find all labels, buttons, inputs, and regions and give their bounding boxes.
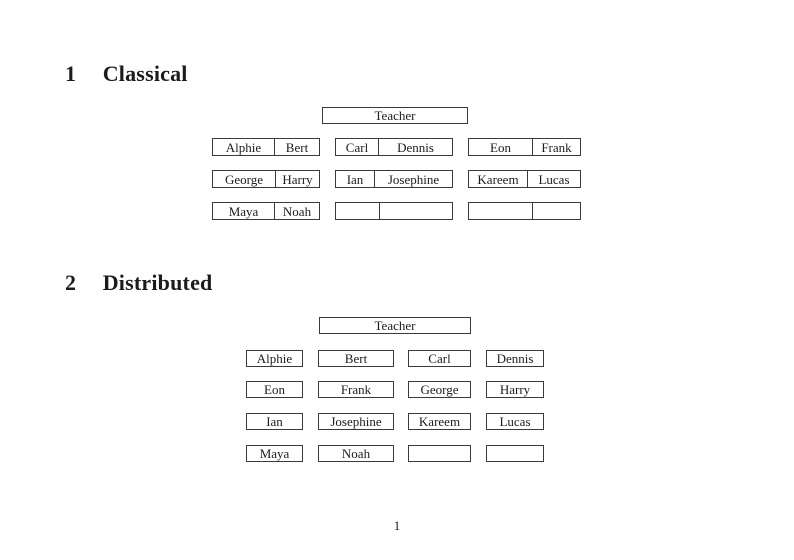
desk-cell: Josephine [374, 171, 452, 187]
desk-cell [336, 203, 379, 219]
desk-cell: Eon [490, 139, 511, 155]
desk: Lucas [486, 413, 544, 430]
desk-cell: Noah [274, 203, 319, 219]
desk-cell: Bert [344, 351, 368, 366]
desk: Ian Josephine [335, 170, 453, 188]
desk-cell: Ian [266, 414, 283, 429]
desk-empty [408, 445, 471, 462]
desk: Maya Noah [212, 202, 320, 220]
desk-cell: Ian [346, 171, 364, 187]
desk-cell: Lucas [499, 414, 531, 429]
section-number: 1 [65, 61, 77, 86]
desk: Bert [318, 350, 394, 367]
desk-cell: Bert [274, 139, 319, 155]
desk: Josephine [318, 413, 394, 430]
desk-empty [335, 202, 453, 220]
desk: Alphie Bert [212, 138, 320, 156]
desk: Dennis [486, 350, 544, 367]
desk: Kareem Lucas [468, 170, 581, 188]
desk-cell: Carl [428, 351, 451, 366]
desk-cell: George [420, 382, 459, 397]
section-title: Distributed [102, 270, 213, 295]
desk-cell: Carl [345, 139, 369, 155]
desk-cell: George [224, 171, 264, 187]
desk: Frank [318, 381, 394, 398]
desk-cell [409, 446, 470, 461]
desk: Eon [246, 381, 303, 398]
desk-cell: Dennis [496, 351, 534, 366]
section-title: Classical [102, 61, 188, 86]
teacher-box-label: Teacher [374, 108, 416, 123]
page-number: 1 [393, 518, 401, 533]
section-number: 2 [65, 270, 77, 295]
desk-cell: Frank [340, 382, 372, 397]
desk-cell [469, 203, 532, 219]
desk-cell: Maya [259, 446, 290, 461]
desk-cell: Lucas [527, 171, 580, 187]
desk: Noah [318, 445, 394, 462]
desk: Alphie [246, 350, 303, 367]
desk-cell: Josephine [330, 414, 382, 429]
section-heading-distributed: 2 Distributed [65, 271, 212, 295]
desk-cell [379, 203, 452, 219]
desk: Eon Frank [468, 138, 581, 156]
desk-cell: Kareem [477, 171, 519, 187]
teacher-box: Teacher [319, 317, 471, 334]
desk-cell: Maya [228, 203, 259, 219]
desk-cell: Eon [264, 382, 285, 397]
desk: Harry [486, 381, 544, 398]
desk-cell: Alphie [256, 351, 293, 366]
teacher-box: Teacher [322, 107, 468, 124]
section-heading-classical: 1 Classical [65, 62, 188, 86]
desk-cell: Dennis [378, 139, 452, 155]
desk: Carl [408, 350, 471, 367]
desk-empty [486, 445, 544, 462]
desk-cell [487, 446, 543, 461]
desk: George Harry [212, 170, 320, 188]
desk: Kareem [408, 413, 471, 430]
desk-cell: Harry [499, 382, 531, 397]
desk-cell [532, 203, 580, 219]
desk-cell: Frank [532, 139, 580, 155]
desk-cell: Harry [275, 171, 319, 187]
desk-cell: Noah [341, 446, 371, 461]
desk: Ian [246, 413, 303, 430]
desk: Maya [246, 445, 303, 462]
desk-cell: Kareem [418, 414, 461, 429]
desk: George [408, 381, 471, 398]
desk-cell: Alphie [225, 139, 262, 155]
desk-empty [468, 202, 581, 220]
desk: Carl Dennis [335, 138, 453, 156]
teacher-box-label: Teacher [374, 318, 416, 333]
